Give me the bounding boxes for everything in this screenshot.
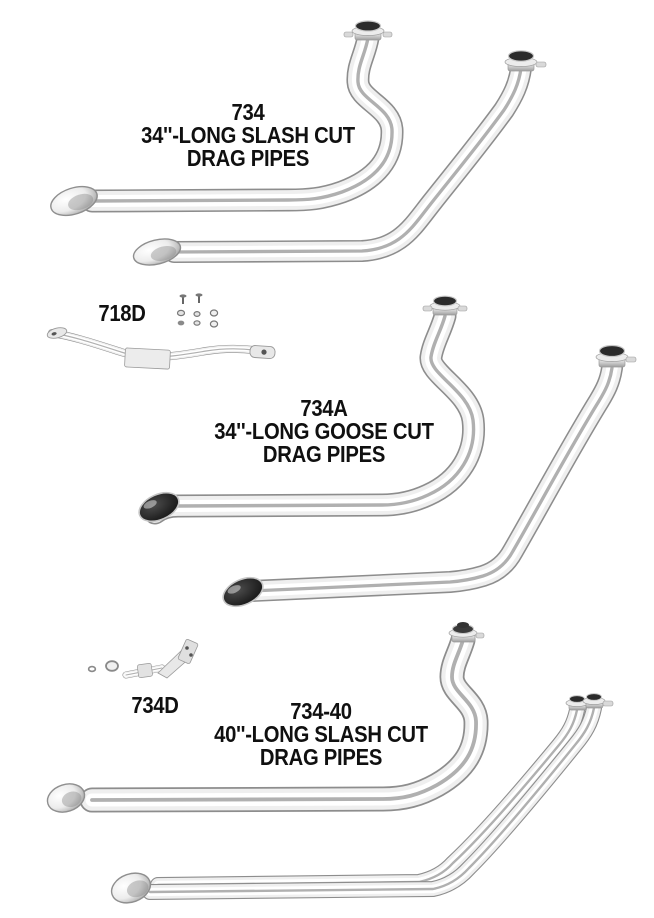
pipe-shading-layer bbox=[90, 638, 478, 802]
goose-cut-tip-icon bbox=[222, 576, 264, 608]
product-desc-line2: DRAG PIPES bbox=[262, 441, 386, 467]
bracket-clamp bbox=[137, 663, 153, 679]
exhaust-flange-icon bbox=[422, 295, 468, 316]
product-desc-line2: DRAG PIPES bbox=[186, 145, 310, 171]
bracket-718d-photo bbox=[46, 293, 276, 370]
bracket-shield-plate bbox=[124, 347, 171, 370]
product-code: 734 bbox=[231, 99, 265, 125]
bracket-end-paddle bbox=[46, 327, 68, 339]
pipe-shading-layer bbox=[156, 708, 579, 887]
rear-drag-pipe-inner bbox=[150, 702, 585, 893]
product-code: 734-40 bbox=[290, 698, 352, 724]
product-label-734: 734 34''-LONG SLASH CUT DRAG PIPES bbox=[116, 101, 380, 170]
slash-cut-tip-icon bbox=[50, 185, 98, 217]
slash-cut-tip-icon bbox=[110, 872, 152, 904]
front-drag-pipe bbox=[80, 26, 404, 213]
rear-drag-pipe bbox=[163, 57, 532, 263]
product-code: 734A bbox=[300, 395, 348, 421]
product-desc-line2: DRAG PIPES bbox=[259, 744, 383, 770]
product-label-734-40: 734-40 40''-LONG SLASH CUT DRAG PIPES bbox=[189, 700, 453, 769]
pipe-shading-layer bbox=[250, 366, 614, 593]
product-desc-line1: 34''-LONG GOOSE CUT bbox=[214, 418, 434, 444]
pipes-734-40-photo bbox=[46, 622, 614, 904]
exhaust-flange-icon bbox=[582, 693, 614, 709]
bracket-734d-photo bbox=[87, 639, 199, 679]
bracket-top-tab bbox=[177, 639, 199, 664]
product-code: 718D bbox=[98, 300, 146, 326]
front-drag-pipe bbox=[79, 627, 489, 813]
product-label-734a: 734A 34''-LONG GOOSE CUT DRAG PIPES bbox=[192, 397, 456, 466]
bracket-end-tab bbox=[249, 345, 276, 360]
slash-cut-tip-icon bbox=[46, 783, 86, 813]
product-label-734d: 734D bbox=[102, 694, 208, 717]
product-code: 734D bbox=[131, 692, 179, 718]
product-desc-line1: 40''-LONG SLASH CUT bbox=[214, 721, 428, 747]
pipe-shading-layer bbox=[148, 706, 596, 894]
exhaust-flange-icon bbox=[448, 622, 485, 643]
goose-cut-tip-icon bbox=[138, 491, 180, 523]
pipe-shading-layer bbox=[90, 36, 394, 203]
rear-drag-pipe-outer bbox=[142, 700, 602, 900]
exhaust-flange-icon bbox=[343, 20, 393, 41]
pipes-734-photo bbox=[50, 20, 547, 266]
pipes-734a-photo bbox=[138, 295, 637, 608]
product-label-718d: 718D bbox=[69, 302, 175, 325]
rear-drag-pipe bbox=[241, 357, 623, 602]
mounting-hardware-icon bbox=[176, 293, 219, 328]
pipe-shading-layer bbox=[172, 66, 523, 254]
slash-cut-tip-icon bbox=[132, 238, 182, 266]
exhaust-flange-icon bbox=[595, 344, 637, 368]
exhaust-flange-icon bbox=[504, 50, 547, 72]
product-desc-line1: 34''-LONG SLASH CUT bbox=[141, 122, 355, 148]
exhaust-flange-icon bbox=[565, 695, 589, 711]
